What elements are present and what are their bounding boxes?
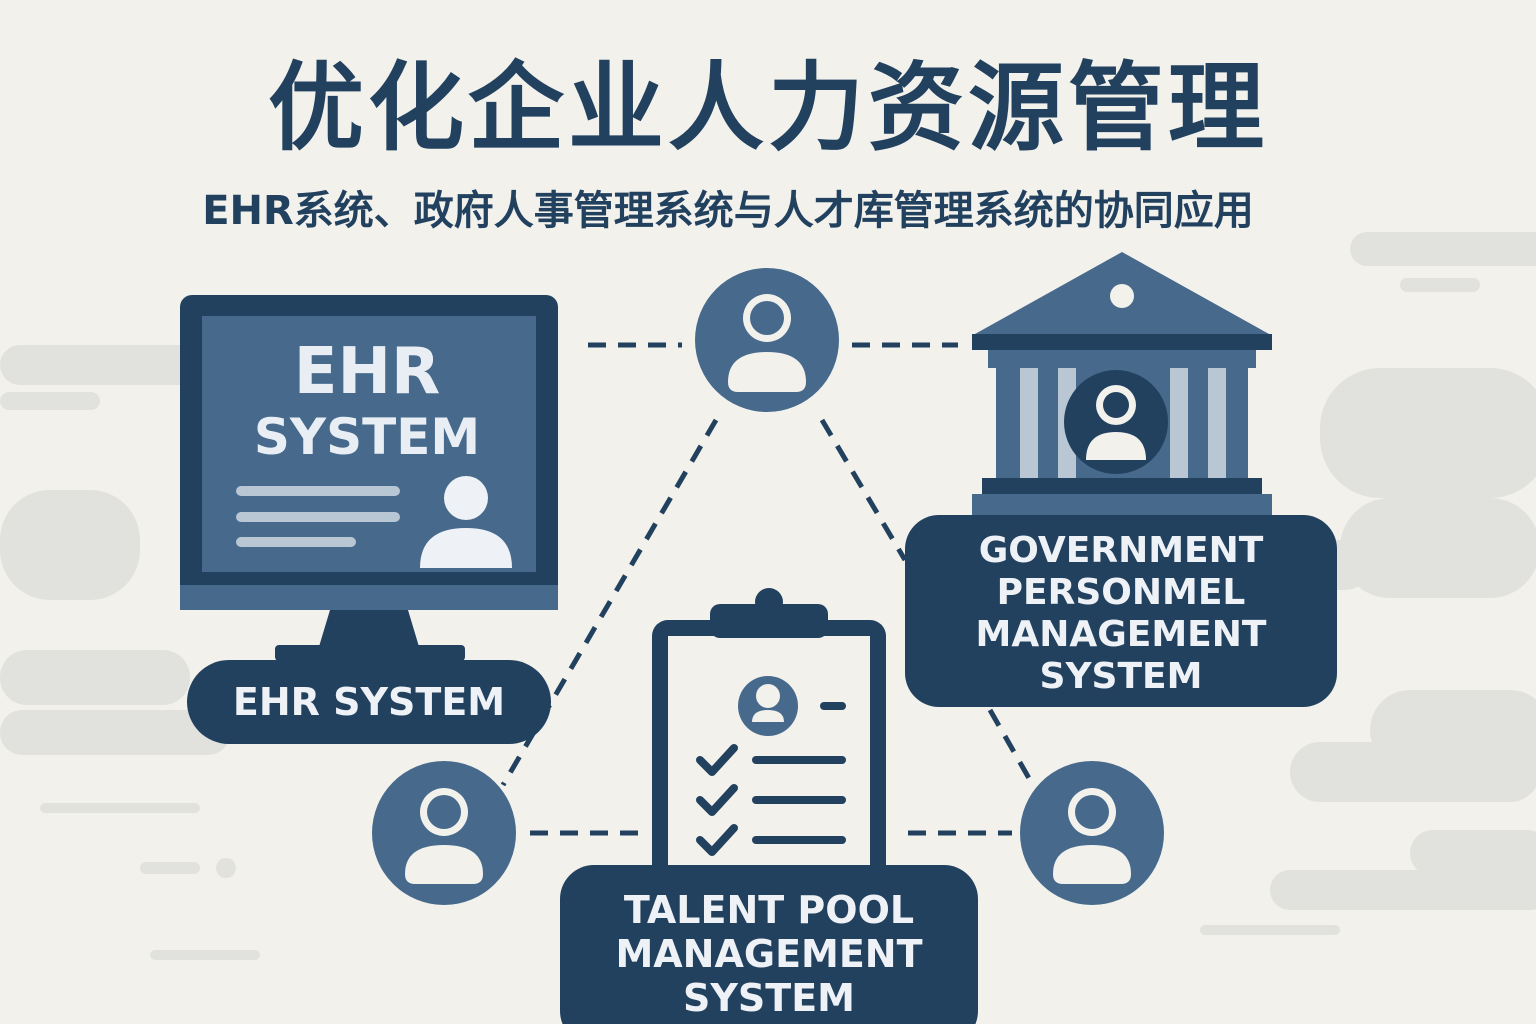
ehr-screen-subtitle: SYSTEM (253, 408, 481, 466)
ehr-screen-title: EHR (293, 335, 441, 409)
talent-system-label: TALENT POOL MANAGEMENT SYSTEM (560, 888, 978, 1020)
connector-top-ehrbottom (500, 418, 719, 787)
computer-monitor-icon (180, 295, 558, 661)
ehr-label-pill (187, 660, 551, 744)
talent-label-panel (560, 865, 978, 1024)
user-circle-icon-left (372, 761, 516, 905)
government-label-panel (905, 515, 1337, 707)
government-label-line: GOVERNMENT (978, 530, 1264, 571)
clipboard-user-icon (738, 676, 798, 736)
government-label-line: MANAGEMENT (975, 614, 1267, 655)
user-circle-icon-right (1020, 761, 1164, 905)
page-subtitle: EHR系统、政府人事管理系统与人才库管理系统的协同应用 (202, 188, 1254, 234)
checkmark-icon (696, 744, 738, 856)
ehr-user-icon (420, 476, 512, 568)
government-label-line: PERSONMEL (996, 572, 1246, 613)
talent-label-line: SYSTEM (683, 976, 855, 1020)
gov-user-icon (1064, 370, 1168, 474)
page-title: 优化企业人力资源管理 (268, 52, 1268, 164)
talent-label-line: MANAGEMENT (615, 932, 923, 976)
government-building-icon (972, 252, 1272, 518)
ehr-system-label: EHR SYSTEM (232, 680, 506, 724)
talent-label-line: TALENT POOL (623, 888, 915, 932)
connector-top-gov-panel (819, 418, 908, 562)
user-circle-icon-top (695, 268, 839, 412)
government-system-label: GOVERNMENT PERSONMEL MANAGEMENT SYSTEM (905, 530, 1337, 698)
connector-lines (500, 342, 1033, 836)
government-label-line: SYSTEM (1039, 656, 1203, 697)
connector-gov-bottomright (987, 708, 1033, 782)
clipboard-checklist-icon (652, 588, 886, 890)
